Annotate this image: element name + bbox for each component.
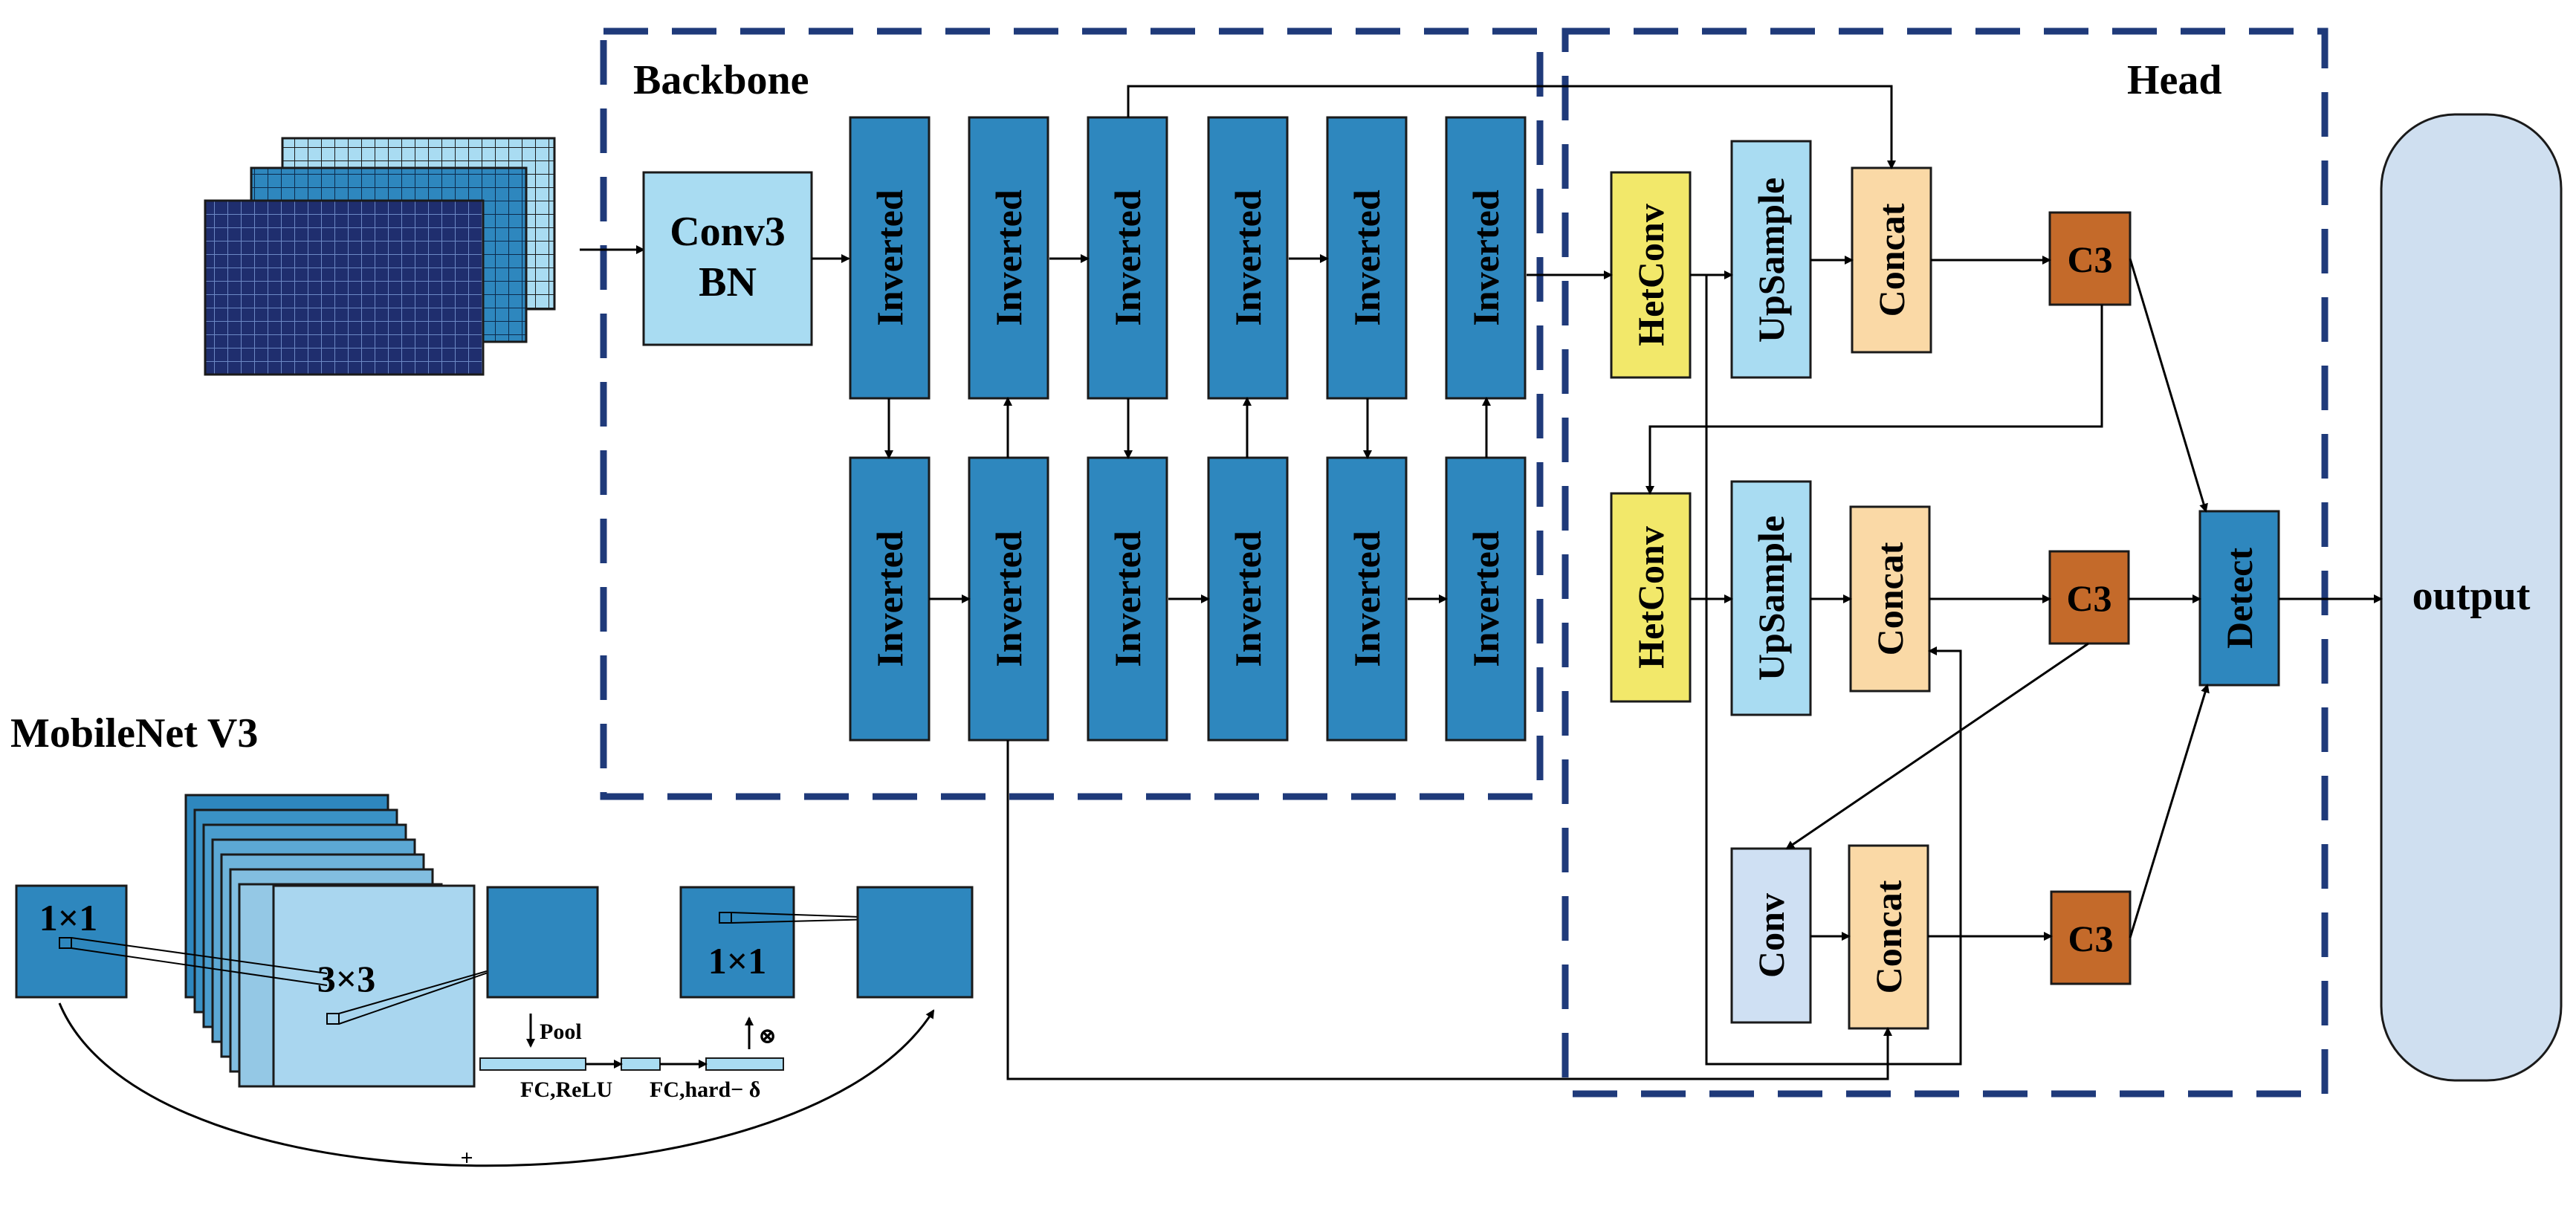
inverted-label: Inverted [869, 189, 910, 325]
mobilenet-detail: 1×1 3×3 Pool FC,ReLU FC,hard− [15, 794, 974, 1170]
backbone-title: Backbone [633, 57, 809, 103]
inverted-block-r1-c1: Inverted [849, 116, 931, 400]
conv3-label: Conv3 [670, 209, 786, 255]
upsample-2: UpSample [1730, 480, 1812, 716]
inverted-label: Inverted [1346, 189, 1388, 325]
input-feature-maps [204, 137, 556, 376]
inverted-block-r2-c3: Inverted [1087, 456, 1168, 742]
inverted-block-r1-c2: Inverted [968, 116, 1049, 400]
inverted-label: Inverted [988, 189, 1029, 325]
head-region [1562, 27, 2329, 1098]
inverted-label: Inverted [988, 531, 1029, 667]
hetconv-1-label: HetConv [1630, 204, 1672, 346]
inverted-label: Inverted [1227, 189, 1269, 325]
inverted-block-r2-c2: Inverted [968, 456, 1049, 742]
bn-label: BN [699, 259, 757, 305]
output-label: output [2412, 573, 2531, 619]
c3-2: C3 [2048, 550, 2130, 645]
inverted-label: Inverted [869, 531, 910, 667]
mn-1x1-a-label: 1×1 [39, 897, 98, 938]
c3-1: C3 [2048, 211, 2132, 306]
mn-mult-label: ⊗ [758, 1024, 777, 1048]
c3-1-label: C3 [2067, 239, 2112, 280]
upsample-1-label: UpSample [1750, 178, 1792, 343]
inverted-block-r2-c5: Inverted [1326, 456, 1408, 742]
backbone-region [600, 27, 1544, 800]
c3-3-label: C3 [2068, 918, 2113, 959]
inverted-block-r2-c4: Inverted [1207, 456, 1289, 742]
hetconv-2-label: HetConv [1630, 526, 1672, 669]
hetconv-1: HetConv [1610, 171, 1692, 379]
mn-output-block [856, 886, 974, 999]
concat-2: Concat [1849, 505, 1931, 693]
mn-1x1-b-label: 1×1 [708, 940, 767, 982]
mn-fc-relu-label: FC,ReLU [520, 1077, 612, 1102]
mn-plus-label: + [460, 1146, 473, 1170]
head-connections [1006, 85, 2383, 1080]
inverted-label: Inverted [1465, 531, 1507, 667]
inverted-label: Inverted [1346, 531, 1388, 667]
inverted-block-r2-c6: Inverted [1445, 456, 1527, 742]
inverted-label: Inverted [1465, 189, 1507, 325]
inverted-block-r1-c6: Inverted [1445, 116, 1527, 400]
upsample-1: UpSample [1730, 140, 1812, 379]
mn-pool-label: Pool [540, 1019, 582, 1044]
inverted-label: Inverted [1107, 189, 1148, 325]
concat-1-label: Concat [1871, 203, 1912, 317]
hetconv-2: HetConv [1610, 492, 1692, 703]
mn-1x1-b-block [679, 886, 795, 999]
mn-depthwise-stack [184, 794, 476, 1088]
c3-2-label: C3 [2066, 577, 2111, 619]
concat-3: Concat [1848, 844, 1929, 1030]
mn-se-bar-2 [621, 1057, 661, 1071]
inverted-label: Inverted [1227, 531, 1269, 667]
conv-block: Conv [1730, 847, 1812, 1024]
mn-se-bar-1 [479, 1057, 586, 1071]
detect-block: Detect [2198, 510, 2280, 687]
inverted-block-r1-c4: Inverted [1207, 116, 1289, 400]
inverted-block-r2-c1: Inverted [849, 456, 931, 742]
inverted-block-r1-c5: Inverted [1326, 116, 1408, 400]
concat-3-label: Concat [1868, 880, 1909, 993]
upsample-2-label: UpSample [1750, 516, 1792, 681]
mn-3x3-label: 3×3 [317, 958, 376, 999]
mn-se-bar-3 [705, 1057, 784, 1071]
concat-1: Concat [1851, 166, 1932, 354]
detect-label: Detect [2219, 548, 2260, 649]
inverted-label: Inverted [1107, 531, 1148, 667]
backbone-arrows [812, 254, 1491, 603]
mn-residual-curve [58, 1002, 935, 1167]
head-title: Head [2127, 57, 2222, 103]
mobilenet-title: MobileNet V3 [10, 710, 258, 756]
mn-fc-hard-label: FC,hard− δ [650, 1077, 760, 1102]
output-block: output [2380, 113, 2563, 1082]
concat-2-label: Concat [1869, 542, 1911, 655]
inverted-block-r1-c3: Inverted [1087, 116, 1168, 400]
conv3-bn-block: Conv3 BN [642, 171, 813, 346]
mn-dw-output-block [486, 886, 599, 999]
c3-3: C3 [2050, 890, 2132, 985]
conv-label: Conv [1750, 893, 1792, 978]
